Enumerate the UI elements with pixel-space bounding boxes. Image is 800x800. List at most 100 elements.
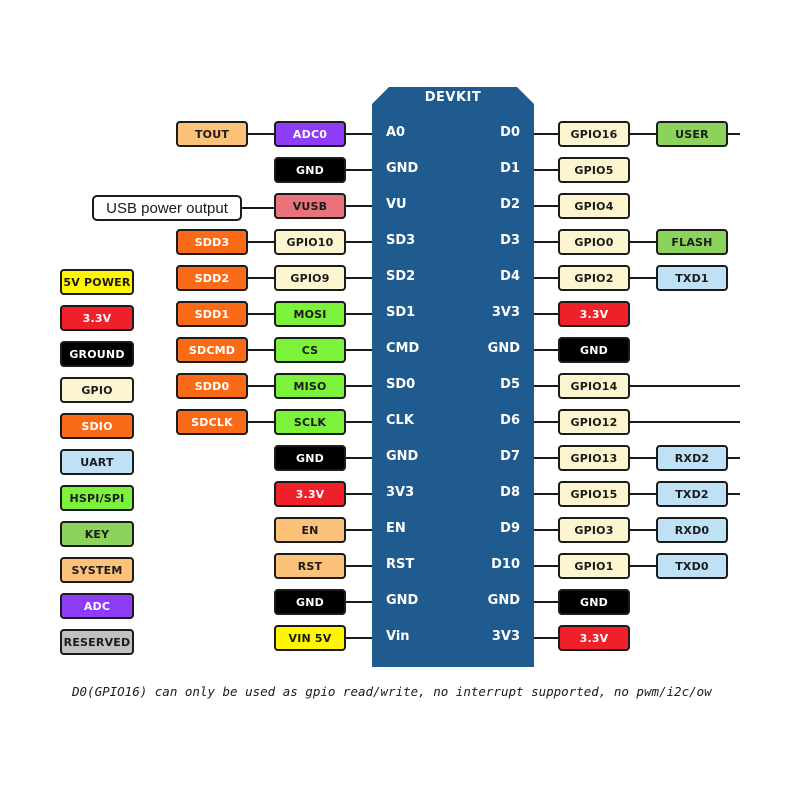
left-outer-sdd0: SDD0 (176, 373, 248, 399)
left-outer-sdcmd: SDCMD (176, 337, 248, 363)
left-inner-en: EN (274, 517, 346, 543)
connector-line (534, 529, 728, 531)
right-pin-d4: D4 (500, 269, 520, 284)
left-pin-sd3: SD3 (386, 233, 416, 248)
left-inner-gnd: GND (274, 445, 346, 471)
left-inner-vin-5v: VIN 5V (274, 625, 346, 651)
left-outer-sdd2: SDD2 (176, 265, 248, 291)
left-outer-sdd1: SDD1 (176, 301, 248, 327)
connector-line (534, 385, 740, 387)
legend-5v-power: 5V POWER (60, 269, 134, 295)
legend-ground: GROUND (60, 341, 134, 367)
footnote: D0(GPIO16) can only be used as gpio read… (72, 684, 712, 699)
connector-line (346, 529, 372, 531)
right-inner-gnd: GND (558, 337, 630, 363)
connector-line (534, 241, 728, 243)
left-outer-sdd3: SDD3 (176, 229, 248, 255)
legend-sdio: SDIO (60, 413, 134, 439)
left-pin-en: EN (386, 521, 406, 536)
right-outer-txd0: TXD0 (656, 553, 728, 579)
right-inner-gnd: GND (558, 589, 630, 615)
left-inner-gnd: GND (274, 589, 346, 615)
right-pin-d7: D7 (500, 449, 520, 464)
left-pin-gnd: GND (386, 161, 419, 176)
connector-line (346, 601, 372, 603)
right-pin-d9: D9 (500, 521, 520, 536)
right-inner-3-3v: 3.3V (558, 625, 630, 651)
legend-uart: UART (60, 449, 134, 475)
right-inner-gpio5: GPIO5 (558, 157, 630, 183)
callout-connector (242, 207, 274, 209)
right-outer-rxd0: RXD0 (656, 517, 728, 543)
connector-line (346, 637, 372, 639)
right-inner-gpio15: GPIO15 (558, 481, 630, 507)
left-inner-gpio10: GPIO10 (274, 229, 346, 255)
right-pin-3v3: 3V3 (491, 629, 520, 644)
legend-reserved: RESERVED (60, 629, 134, 655)
right-inner-gpio13: GPIO13 (558, 445, 630, 471)
right-pin-d0: D0 (500, 125, 520, 140)
left-pin-vu: VU (386, 197, 407, 212)
right-outer-txd1: TXD1 (656, 265, 728, 291)
left-inner-adc0: ADC0 (274, 121, 346, 147)
right-inner-gpio4: GPIO4 (558, 193, 630, 219)
right-inner-gpio3: GPIO3 (558, 517, 630, 543)
connector-line (534, 565, 728, 567)
right-outer-txd2: TXD2 (656, 481, 728, 507)
left-outer-sdclk: SDCLK (176, 409, 248, 435)
right-inner-gpio14: GPIO14 (558, 373, 630, 399)
connector-line (534, 133, 740, 135)
right-outer-flash: FLASH (656, 229, 728, 255)
legend-3-3v: 3.3V (60, 305, 134, 331)
legend-system: SYSTEM (60, 557, 134, 583)
left-pin-vin: Vin (386, 629, 410, 644)
connector-line (534, 493, 740, 495)
left-inner-3-3v: 3.3V (274, 481, 346, 507)
right-pin-3v3: 3V3 (491, 305, 520, 320)
right-pin-gnd: GND (487, 593, 520, 608)
connector-line (346, 457, 372, 459)
left-inner-gpio9: GPIO9 (274, 265, 346, 291)
right-pin-d10: D10 (491, 557, 520, 572)
left-inner-rst: RST (274, 553, 346, 579)
left-pin-sd0: SD0 (386, 377, 416, 392)
right-inner-gpio1: GPIO1 (558, 553, 630, 579)
left-inner-mosi: MOSI (274, 301, 346, 327)
connector-line (534, 457, 740, 459)
usb-power-callout: USB power output (92, 195, 242, 221)
right-pin-d1: D1 (500, 161, 520, 176)
left-pin-clk: CLK (386, 413, 414, 428)
legend-key: KEY (60, 521, 134, 547)
right-inner-gpio2: GPIO2 (558, 265, 630, 291)
connector-line (346, 169, 372, 171)
left-pin-rst: RST (386, 557, 415, 572)
left-inner-gnd: GND (274, 157, 346, 183)
left-inner-sclk: SCLK (274, 409, 346, 435)
connector-line (534, 277, 728, 279)
right-inner-gpio12: GPIO12 (558, 409, 630, 435)
right-pin-d6: D6 (500, 413, 520, 428)
legend-hspi-spi: HSPI/SPI (60, 485, 134, 511)
left-inner-cs: CS (274, 337, 346, 363)
left-inner-vusb: VUSB (274, 193, 346, 219)
legend-gpio: GPIO (60, 377, 134, 403)
board-title: DEVKIT (424, 90, 482, 105)
right-inner-gpio16: GPIO16 (558, 121, 630, 147)
connector-line (346, 565, 372, 567)
right-outer-user: USER (656, 121, 728, 147)
connector-line (346, 493, 372, 495)
left-pin-3v3: 3V3 (386, 485, 415, 500)
right-pin-d2: D2 (500, 197, 520, 212)
right-inner-gpio0: GPIO0 (558, 229, 630, 255)
right-inner-3-3v: 3.3V (558, 301, 630, 327)
left-pin-gnd: GND (386, 449, 419, 464)
right-pin-gnd: GND (487, 341, 520, 356)
connector-line (534, 421, 740, 423)
left-pin-gnd: GND (386, 593, 419, 608)
left-pin-a0: A0 (386, 125, 406, 140)
left-pin-sd1: SD1 (386, 305, 416, 320)
right-pin-d5: D5 (500, 377, 520, 392)
left-inner-miso: MISO (274, 373, 346, 399)
right-outer-rxd2: RXD2 (656, 445, 728, 471)
